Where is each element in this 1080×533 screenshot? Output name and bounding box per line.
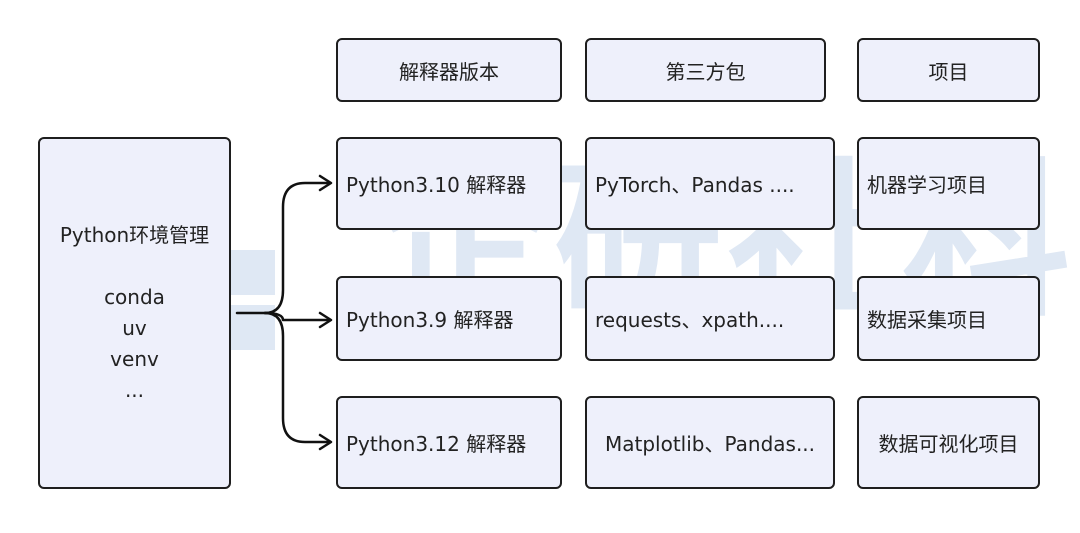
interpreter-label: Python3.12 解释器 [346,432,527,456]
tool-uv: uv [122,316,147,340]
packages-label: PyTorch、Pandas .... [595,173,795,197]
interpreter-label: Python3.10 解释器 [346,173,527,197]
manager-title: Python环境管理 [59,223,210,247]
interpreter-py39-box: Python3.9 解释器 [336,276,562,361]
header-project: 项目 [857,38,1040,102]
arrow-to-py310 [263,181,332,315]
interpreter-py312-box: Python3.12 解释器 [336,396,562,489]
packages-label: Matplotlib、Pandas... [604,432,816,456]
arrow-to-py39 [263,311,332,322]
header-packages-label: 第三方包 [665,59,746,84]
project-label: 数据采集项目 [867,308,987,332]
project-label: 数据可视化项目 [878,432,1019,456]
packages-label: requests、xpath.... [595,308,785,332]
project-label: 机器学习项目 [867,173,987,197]
header-project-label: 项目 [928,59,969,84]
header-interpreter-label: 解释器版本 [399,59,499,84]
environment-manager-box: Python环境管理 conda uv venv ... [38,137,231,489]
packages-row2-box: requests、xpath.... [585,276,835,361]
project-row1-box: 机器学习项目 [857,137,1040,230]
tool-more: ... [124,378,145,402]
interpreter-py310-box: Python3.10 解释器 [336,137,562,230]
packages-row3-box: Matplotlib、Pandas... [585,396,835,489]
tool-venv: venv [110,347,159,371]
arrow-to-py312 [263,311,332,444]
packages-row1-box: PyTorch、Pandas .... [585,137,835,230]
project-row2-box: 数据采集项目 [857,276,1040,361]
project-row3-box: 数据可视化项目 [857,396,1040,489]
header-third-party-packages: 第三方包 [585,38,826,102]
tool-conda: conda [104,285,165,309]
header-interpreter-version: 解释器版本 [336,38,562,102]
interpreter-label: Python3.9 解释器 [346,308,514,332]
